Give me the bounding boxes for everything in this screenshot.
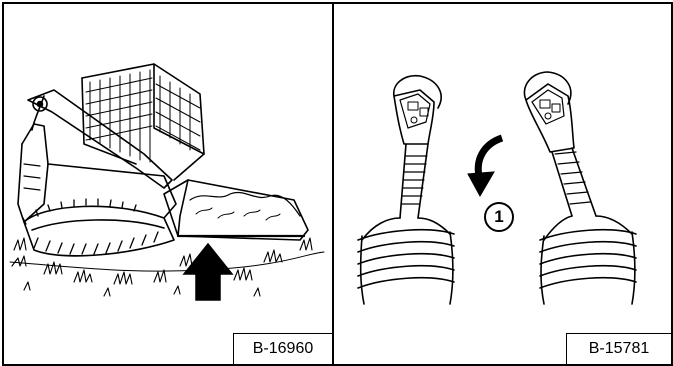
joystick-illustration xyxy=(357,71,637,305)
callout-number: 1 xyxy=(484,202,514,232)
figure-right-panel: 1 B-15781 xyxy=(334,4,671,364)
figure-caption-left: B-16960 xyxy=(233,333,332,364)
loader-illustration xyxy=(9,63,325,301)
arrow-up-icon xyxy=(182,242,234,301)
figure-caption-right: B-15781 xyxy=(566,333,671,364)
figure-left-panel: B-16960 xyxy=(4,4,334,364)
